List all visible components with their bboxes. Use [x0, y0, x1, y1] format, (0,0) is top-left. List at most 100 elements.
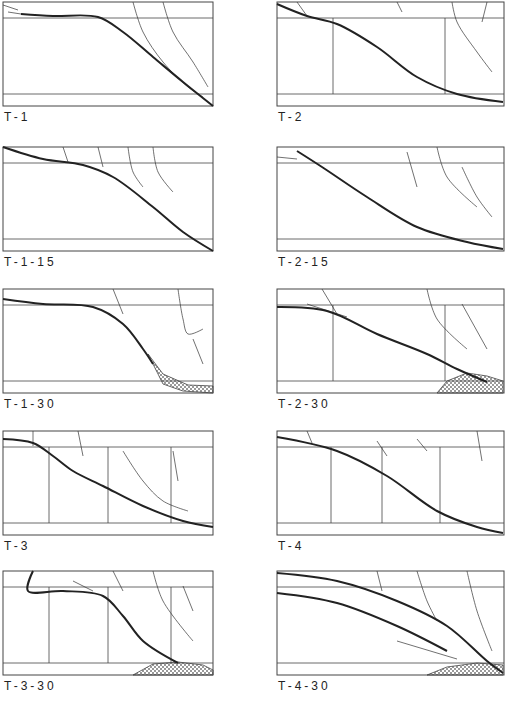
beam-outline — [3, 2, 213, 106]
beam-outline — [3, 571, 213, 675]
minor-crack — [462, 167, 492, 217]
minor-crack — [307, 431, 312, 443]
flange-line — [277, 587, 504, 588]
minor-crack — [193, 339, 203, 364]
main-crack — [277, 437, 503, 533]
beam-outline — [277, 147, 504, 251]
main-crack — [27, 571, 178, 663]
beam-outline — [3, 431, 213, 535]
main-crack — [3, 147, 213, 251]
specimen-label: T-1-15 — [4, 255, 57, 269]
stiffener-line — [171, 587, 172, 663]
stiffener-line — [331, 447, 332, 523]
minor-crack — [153, 147, 173, 192]
flange-line — [277, 239, 504, 240]
minor-crack — [477, 431, 482, 461]
beam-outline — [3, 147, 213, 251]
specimen-label: T-4 — [278, 539, 304, 553]
specimen-label: T-1-30 — [4, 397, 57, 411]
flange-line — [3, 163, 213, 164]
minor-crack — [163, 2, 208, 87]
beam-panel — [277, 431, 504, 535]
flange-line — [3, 94, 213, 95]
minor-crack — [417, 439, 427, 451]
minor-crack — [113, 571, 123, 591]
beam-panel — [3, 147, 213, 251]
beam-panel — [277, 289, 504, 393]
minor-crack — [183, 586, 193, 611]
beam-outline — [3, 289, 213, 393]
stiffener-line — [49, 587, 50, 663]
specimen-label: T-2 — [278, 110, 304, 124]
flange-line — [277, 163, 504, 164]
minor-crack — [63, 147, 68, 162]
minor-crack — [78, 431, 83, 456]
flange-line — [3, 381, 213, 382]
flange-line — [277, 447, 504, 448]
specimen-label: T-1 — [4, 110, 30, 124]
minor-crack — [73, 581, 93, 591]
beam-panel — [3, 289, 213, 393]
minor-crack — [397, 2, 402, 12]
beam-panel — [3, 2, 213, 106]
minor-crack — [397, 641, 457, 659]
stiffener-line — [333, 305, 334, 381]
beam-panel — [277, 2, 504, 106]
main-crack — [277, 307, 487, 382]
minor-crack — [407, 152, 417, 187]
flange-line — [3, 305, 213, 306]
specimen-label: T-4-30 — [278, 679, 331, 693]
beam-panel — [277, 571, 504, 675]
stiffener-line — [382, 447, 383, 523]
stiffener-line — [333, 18, 334, 94]
beam-panel — [3, 571, 213, 675]
minor-crack — [153, 571, 193, 641]
minor-crack — [277, 157, 297, 159]
crushed-zone — [437, 373, 503, 393]
minor-crack — [178, 289, 203, 334]
stiffener-line — [445, 305, 446, 381]
specimen-label: T-2-15 — [278, 255, 331, 269]
main-crack — [277, 593, 447, 651]
specimen-label: T-3-30 — [4, 679, 57, 693]
minor-crack — [8, 12, 21, 14]
flange-line — [277, 523, 504, 524]
beam-outline — [277, 571, 504, 675]
main-crack — [277, 573, 503, 673]
flange-line — [277, 663, 504, 664]
stiffener-line — [171, 447, 172, 523]
crushed-zone — [133, 662, 213, 675]
minor-crack — [128, 147, 143, 187]
minor-crack — [377, 441, 387, 456]
stiffener-line — [108, 447, 109, 523]
beam-panel — [277, 147, 504, 251]
minor-crack — [113, 289, 123, 314]
beam-outline — [277, 431, 504, 535]
beam-outline — [277, 289, 504, 393]
minor-crack — [427, 289, 467, 349]
main-crack — [297, 151, 503, 249]
crushed-zone — [148, 354, 213, 393]
minor-crack — [3, 5, 18, 10]
minor-crack — [482, 2, 487, 22]
minor-crack — [462, 304, 487, 349]
beam-outline — [277, 2, 504, 106]
main-crack — [3, 439, 213, 527]
minor-crack — [467, 571, 492, 651]
flange-line — [3, 18, 213, 19]
specimen-label: T-2-30 — [278, 397, 331, 411]
minor-crack — [377, 571, 382, 591]
flange-line — [3, 239, 213, 240]
stiffener-line — [445, 18, 446, 94]
specimen-label: T-3 — [4, 539, 30, 553]
main-crack — [277, 4, 503, 102]
flange-line — [277, 94, 504, 95]
minor-crack — [437, 147, 477, 207]
main-crack — [3, 299, 153, 364]
beam-panel — [3, 431, 213, 535]
minor-crack — [452, 2, 492, 72]
main-crack — [21, 14, 213, 106]
stiffener-line — [49, 447, 50, 523]
minor-crack — [173, 451, 178, 481]
